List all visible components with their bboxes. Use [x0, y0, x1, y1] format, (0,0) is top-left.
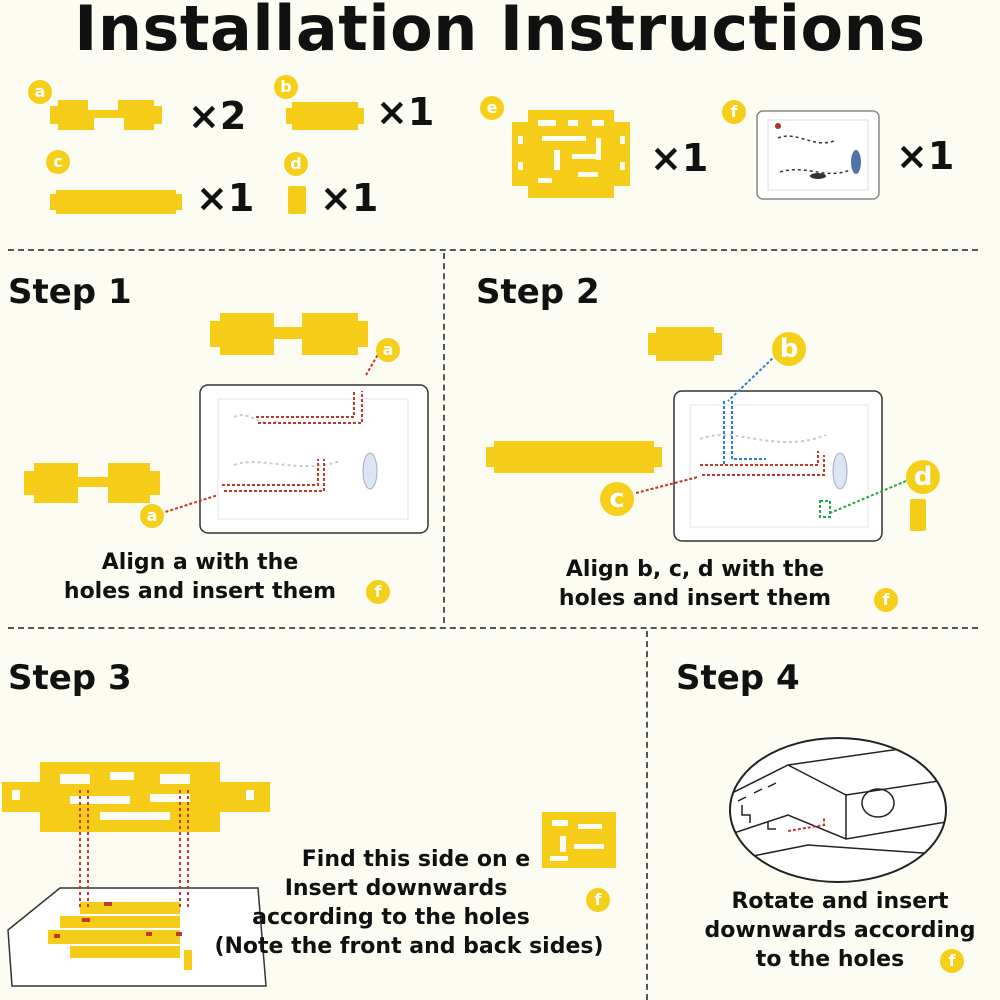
step-3-ref-badge: f	[586, 888, 610, 912]
step-1-caption-line-2: holes and insert them	[63, 579, 337, 604]
step-4-caption: Rotate and insert downwards according to…	[672, 887, 1000, 974]
part-d-qty: ×1	[320, 176, 379, 220]
step-1-label: Step 1	[8, 272, 132, 312]
maze-panel-e-icon	[512, 110, 630, 198]
part-b-qty: ×1	[376, 90, 435, 134]
step-4-caption-line-3: to the holes	[755, 947, 905, 972]
step-1-callout-a-bottom: a	[140, 504, 164, 528]
base-board-f-icon	[756, 110, 880, 200]
puzzle-plate-a-icon	[50, 100, 162, 130]
step-1-ref-badge: f	[366, 580, 390, 604]
step-3-caption-line-1: Find this side on e	[301, 847, 531, 872]
step-3-caption-line-4: (Note the front and back sides)	[214, 934, 604, 959]
part-f-qty: ×1	[896, 134, 955, 178]
part-e-badge: e	[480, 96, 504, 120]
step-1-callout-a-top: a	[376, 338, 400, 362]
step-2-ref-badge: f	[874, 588, 898, 612]
divider-top	[8, 249, 978, 251]
part-d-badge: d	[284, 152, 308, 176]
part-c-qty: ×1	[196, 176, 255, 220]
step-2-callout-c: c	[600, 482, 634, 516]
step-2-caption-line-2: holes and insert them	[558, 586, 832, 611]
small-block-d-icon	[288, 186, 306, 214]
step-4-caption-line-2: downwards according	[704, 918, 976, 943]
puzzle-plate-b-icon	[286, 102, 364, 130]
step-3-illustration	[2, 762, 270, 987]
step-3-caption-line-3: according to the holes	[252, 905, 530, 930]
page-title: Installation Instructions	[74, 0, 926, 65]
divider-middle	[8, 627, 978, 629]
divider-steps-1-2	[443, 253, 445, 623]
part-a-badge: a	[28, 80, 52, 104]
divider-steps-3-4	[646, 631, 648, 1000]
step-2-caption-line-1: Align b, c, d with the	[565, 557, 825, 582]
step-2-callout-b: b	[772, 332, 806, 366]
step-2-illustration	[486, 327, 926, 542]
part-b-badge: b	[274, 75, 298, 99]
step-1-caption-line-1: Align a with the	[101, 550, 299, 575]
step-4-caption-line-1: Rotate and insert	[731, 889, 949, 914]
step-3-side-detail-icon	[542, 812, 616, 868]
step-2-callout-d: d	[906, 460, 940, 494]
step-2-caption: Align b, c, d with the holes and insert …	[520, 555, 870, 613]
step-1-caption: Align a with the holes and insert them	[20, 548, 380, 606]
step-4-label: Step 4	[676, 658, 800, 698]
part-e-qty: ×1	[650, 136, 709, 180]
step-3-label: Step 3	[8, 658, 132, 698]
step-3-caption-line-2: Insert downwards	[284, 876, 508, 901]
step-4-ref-badge: f	[940, 949, 964, 973]
step-2-label: Step 2	[476, 272, 600, 312]
step-4-illustration	[729, 737, 947, 883]
step-3-caption: Find this side on e Insert downwards acc…	[186, 845, 646, 961]
part-f-badge: f	[722, 100, 746, 124]
step-1-illustration	[24, 313, 429, 534]
part-c-badge: c	[46, 150, 70, 174]
long-plate-c-icon	[50, 190, 182, 214]
parts-list: a ×2 b ×1 c ×1 d ×1 e ×1 f ×1	[0, 70, 1000, 240]
part-a-qty: ×2	[188, 94, 247, 138]
